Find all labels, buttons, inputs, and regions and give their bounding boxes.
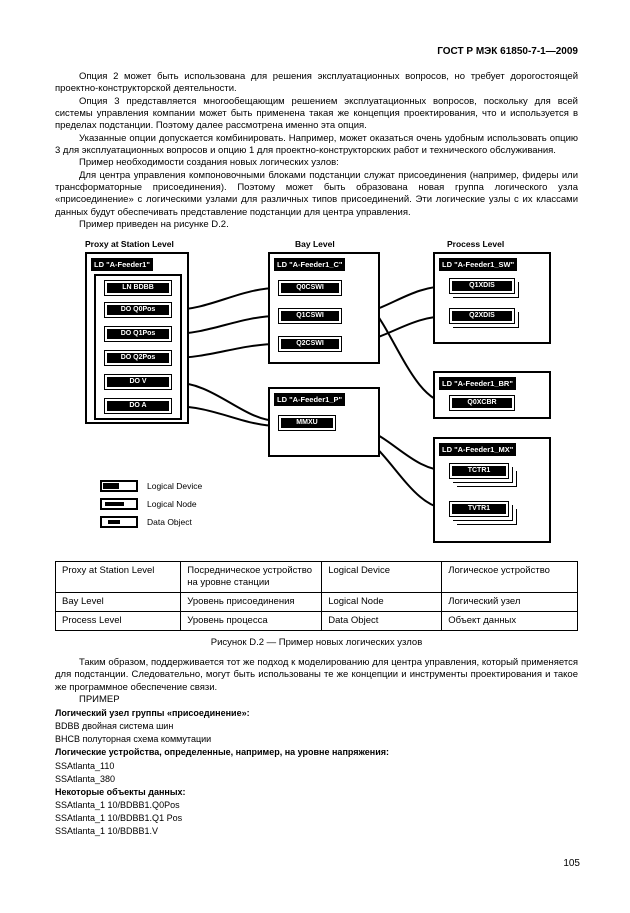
table-cell: Proxy at Station Level [54, 561, 182, 594]
tctr1-box: TCTR1 [449, 463, 509, 480]
ld-a-feeder1-mx: LD "A-Feeder1_MX" TCTR1 TVTR1 [433, 437, 551, 544]
q2xdis-label: Q2XDIS [452, 311, 512, 322]
paragraph-option3: Опция 3 представляется многообещающим ре… [55, 95, 578, 132]
ld-a-feeder1-c-title: LD "A-Feeder1_C" [274, 258, 346, 272]
column-title-bay: Bay Level [295, 239, 335, 250]
paragraph-option2: Опция 2 может быть использована для реше… [55, 71, 578, 95]
table-cell: Логический узел [441, 592, 578, 613]
ld-a-feeder1-c: LD "A-Feeder1_C" Q0CSWI Q1CSWI Q2CSWI [268, 252, 380, 365]
logical-device-label: Logical Device [147, 481, 203, 492]
table-cell: Bay Level [54, 592, 182, 613]
ln-bdbb-box: LN BDBB [104, 280, 172, 297]
q1cswi-box: Q1CSWI [278, 308, 342, 325]
tctr1-label: TCTR1 [452, 466, 506, 477]
example-group-title: Логические устройства, определенные, нап… [55, 747, 389, 758]
ld-a-feeder1-mx-title: LD "A-Feeder1_MX" [439, 443, 517, 457]
example-line: SSAtlanta_110 [55, 760, 115, 771]
ln-bdbb-label: LN BDBB [107, 283, 169, 294]
q1xdis-label: Q1XDIS [452, 281, 512, 292]
table-cell: Объект данных [441, 611, 578, 631]
q2cswi-box: Q2CSWI [278, 336, 342, 353]
do-q0pos-label: DO Q0Pos [107, 305, 169, 316]
column-title-process: Process Level [447, 239, 505, 250]
ld-a-feeder1-title: LD "A-Feeder1" [91, 258, 153, 272]
logical-node-label: Logical Node [147, 499, 197, 510]
paragraph-figure-ref: Пример приведен на рисунке D.2. [79, 219, 229, 231]
do-v-box: DO V [104, 374, 172, 391]
do-q1pos-label: DO Q1Pos [107, 329, 169, 340]
example-line: SSAtlanta_380 [55, 773, 116, 784]
column-title-station: Proxy at Station Level [85, 239, 174, 250]
ln-bdbb-container: LN BDBB DO Q0Pos DO Q1Pos DO Q2Pos DO V … [94, 274, 182, 421]
ld-a-feeder1-sw-title: LD "A-Feeder1_SW" [439, 258, 518, 272]
table-cell: Уровень процесса [180, 611, 323, 631]
table-row: Process Level Уровень процесса Data Obje… [54, 611, 578, 631]
do-q1pos-box: DO Q1Pos [104, 326, 172, 343]
example-line: SSAtlanta_1 10/BDBB1.Q1 Pos [55, 812, 183, 823]
ld-a-feeder1-sw: LD "A-Feeder1_SW" Q1XDIS Q2XDIS [433, 252, 551, 345]
example-line: SSAtlanta_1 10/BDBB1.V [55, 825, 159, 836]
table-cell: Logical Device [321, 561, 443, 594]
data-object-symbol [100, 516, 138, 529]
do-q2pos-label: DO Q2Pos [107, 353, 169, 364]
paragraph-conclusion: Таким образом, поддерживается тот же под… [55, 656, 578, 693]
table-cell: Process Level [54, 611, 182, 631]
ld-a-feeder1: LD "A-Feeder1" LN BDBB DO Q0Pos DO Q1Pos… [85, 252, 189, 425]
figure-translation-table: Proxy at Station Level Посредническое ус… [54, 561, 578, 631]
tvtr1-box: TVTR1 [449, 501, 509, 518]
q0cswi-label: Q0CSWI [281, 283, 339, 294]
q0cswi-box: Q0CSWI [278, 280, 342, 297]
q2xdis-box: Q2XDIS [449, 308, 515, 325]
example-line: SSAtlanta_1 10/BDBB1.Q0Pos [55, 799, 180, 810]
tvtr1-label: TVTR1 [452, 504, 506, 515]
page-content: ГОСТ Р МЭК 61850-7-1—2009 Опция 2 может … [54, 46, 578, 838]
legend-item-data-object: Data Object [100, 515, 192, 529]
table-row: Proxy at Station Level Посредническое ус… [54, 561, 578, 594]
do-a-label: DO A [107, 401, 169, 412]
q1cswi-label: Q1CSWI [281, 311, 339, 322]
paragraph-control-center: Для центра управления компоновочными бло… [55, 169, 578, 218]
example-group-title: Некоторые объекты данных: [55, 786, 186, 797]
do-q2pos-box: DO Q2Pos [104, 350, 172, 367]
q0xcbr-label: Q0XCBR [452, 398, 512, 409]
q2cswi-label: Q2CSWI [281, 339, 339, 350]
data-object-label: Data Object [147, 517, 192, 528]
legend-item-logical-device: Logical Device [100, 479, 202, 493]
table-row: Bay Level Уровень присоединения Logical … [54, 592, 578, 613]
table-cell: Логическое устройство [441, 561, 578, 594]
q0xcbr-box: Q0XCBR [449, 395, 515, 412]
example-line: BDBB двойная система шин [55, 721, 174, 732]
example-line: BHCB полуторная схема коммутации [55, 734, 212, 745]
mmxu-box: MMXU [278, 415, 336, 432]
ld-a-feeder1-p: LD "A-Feeder1_P" MMXU [268, 387, 380, 458]
example-group-title: Логический узел группы «присоединение»: [55, 708, 250, 719]
legend-item-logical-node: Logical Node [100, 497, 197, 511]
ld-a-feeder1-br: LD "A-Feeder1_BR" Q0XCBR [433, 371, 551, 420]
logical-device-symbol [100, 480, 138, 493]
table-cell: Уровень присоединения [180, 592, 323, 613]
example-block: Логический узел группы «присоединение»: … [55, 707, 578, 837]
standard-number-header: ГОСТ Р МЭК 61850-7-1—2009 [437, 46, 578, 57]
example-heading: ПРИМЕР [79, 694, 120, 705]
q1xdis-box: Q1XDIS [449, 278, 515, 295]
mmxu-label: MMXU [281, 418, 333, 429]
logical-node-symbol [100, 498, 138, 511]
do-a-box: DO A [104, 398, 172, 415]
ld-a-feeder1-p-title: LD "A-Feeder1_P" [274, 393, 346, 407]
page-number: 105 [563, 858, 580, 869]
paragraph-combine-options: Указанные опции допускается комбинироват… [55, 132, 578, 157]
paragraph-new-nodes-intro: Пример необходимости создания новых логи… [79, 157, 339, 169]
do-v-label: DO V [107, 377, 169, 388]
table-cell: Посредническое устройство на уровне стан… [180, 561, 323, 594]
ld-a-feeder1-br-title: LD "A-Feeder1_BR" [439, 377, 516, 391]
figure-d2-diagram: Proxy at Station Level Bay Level Process… [55, 239, 578, 553]
figure-caption: Рисунок D.2 — Пример новых логических уз… [210, 636, 423, 648]
table-cell: Logical Node [321, 592, 443, 613]
do-q0pos-box: DO Q0Pos [104, 302, 172, 319]
table-cell: Data Object [321, 611, 443, 631]
